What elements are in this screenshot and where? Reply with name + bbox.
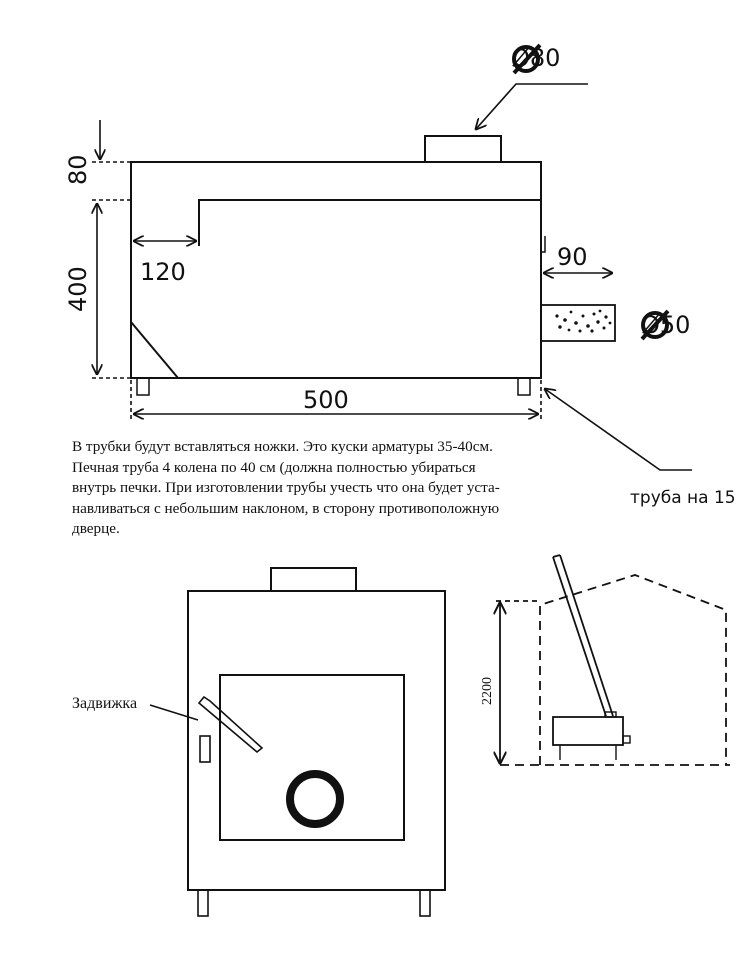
side-view (130, 135, 616, 396)
firebox-step-line (198, 199, 541, 246)
tent-height-text: 2200 (480, 677, 495, 705)
dim-400-text: 400 (64, 266, 92, 312)
flue-collar (424, 135, 502, 163)
tube-speckles (555, 309, 612, 333)
chimney-pipe-right (559, 554, 614, 717)
diameter-80-icon (512, 45, 540, 73)
dim-500-text: 500 (303, 386, 349, 414)
note-line: дверце. (72, 520, 120, 537)
front-view (149, 567, 446, 917)
stove-body-outline (130, 161, 542, 379)
dim-flue-diameter-text: Ø80 (511, 44, 560, 72)
side-hook (541, 236, 546, 253)
front-top-collar (270, 567, 357, 592)
front-leg-left (197, 889, 209, 917)
side-tube (540, 304, 616, 342)
mini-stove-nozzle (622, 735, 631, 744)
front-body-outline (187, 590, 446, 891)
front-door-outline (219, 674, 405, 841)
front-leg-right (419, 889, 431, 917)
door-handle (199, 735, 211, 763)
chimney-pipe-left (552, 556, 607, 717)
damper-label: Задвижка (72, 695, 137, 712)
dim-tube-diameter-text: Ø50 (641, 311, 690, 339)
dim-120-text: 120 (140, 258, 186, 286)
side-view-dimensions (92, 83, 692, 471)
note-line: внутрь печки. При изготовлении трубы уче… (72, 479, 500, 496)
notes-block: В трубки будут вставляться ножки. Это ку… (72, 437, 572, 540)
note-line: Печная труба 4 колена по 40 см (должна п… (72, 458, 476, 476)
mini-stove (552, 716, 624, 746)
tent-view (496, 554, 730, 766)
flue-diameter-leader (476, 83, 588, 129)
leg-right (517, 377, 531, 396)
damper-leader (149, 704, 199, 721)
diameter-50-icon (641, 311, 669, 339)
dim-90-text: 90 (557, 243, 588, 271)
note-line: навливаться с небольшим наклоном, в стор… (72, 499, 500, 517)
tube-leader (545, 389, 692, 471)
tube-label: труба на 15 (630, 488, 736, 508)
tent-outline (539, 574, 727, 765)
damper-bar (197, 695, 264, 754)
diameter-symbols (512, 43, 670, 341)
ash-slope-line (130, 321, 179, 379)
dim-80-text: 80 (64, 154, 92, 185)
door-flue-ring (286, 770, 344, 828)
note-line: В трубки будут вставляться ножки. Это ку… (72, 438, 493, 455)
leg-left (136, 377, 150, 396)
